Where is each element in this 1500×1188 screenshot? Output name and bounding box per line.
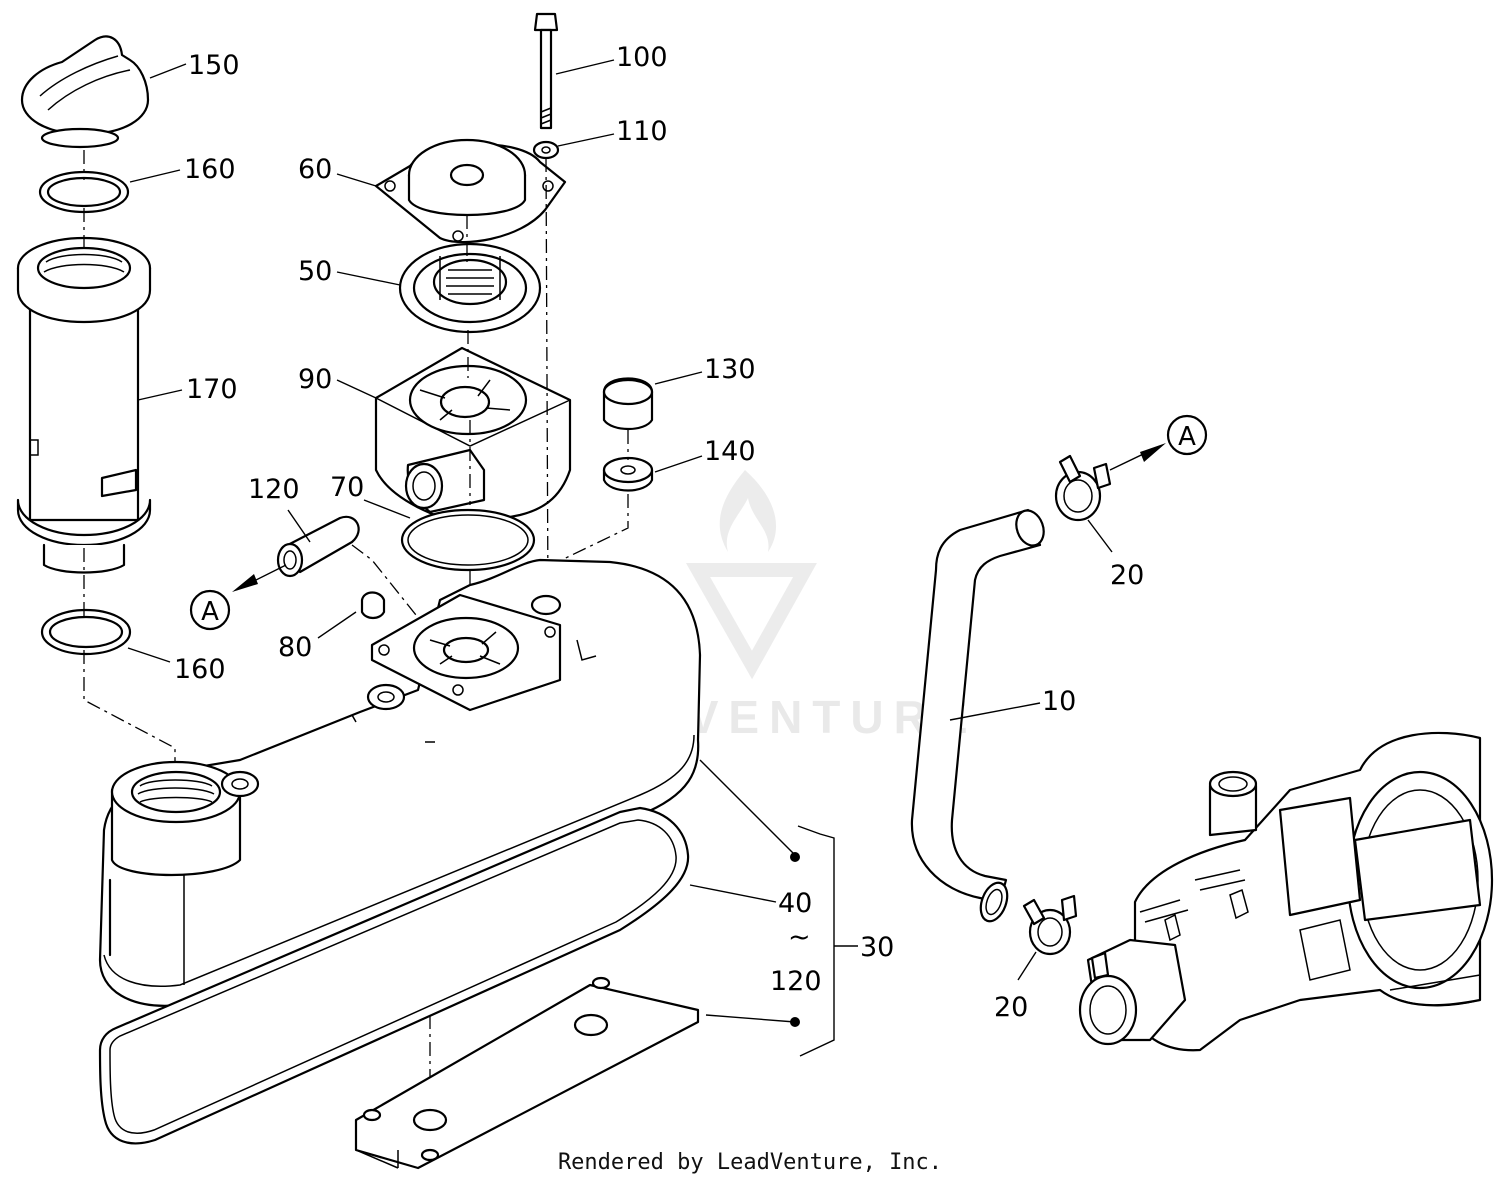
part-80-plug [360, 591, 386, 620]
part-10-hose [910, 508, 1045, 923]
callout-labels: 150 160 170 160 60 50 90 120 70 80 100 1… [174, 42, 1144, 1023]
part-70-o-ring [400, 508, 536, 572]
part-140-rubber-washer [602, 456, 654, 492]
callout-80: 80 [278, 632, 312, 663]
leader-lines [127, 59, 1113, 1057]
part-100-bolt [533, 12, 559, 130]
callout-40: 40 [778, 888, 812, 919]
footer-credit: Rendered by LeadVenture, Inc. [557, 1150, 943, 1175]
callout-110: 110 [616, 116, 668, 147]
callout-170: 170 [186, 374, 238, 405]
reference-label: A [1178, 422, 1196, 452]
callout-90: 90 [298, 364, 332, 395]
bracket-dot-top [790, 852, 800, 862]
part-120-pipe [276, 515, 360, 578]
callout-120-pipe: 120 [248, 474, 300, 505]
callout-160-lower: 160 [174, 654, 226, 685]
part-40-gasket [98, 806, 690, 1145]
axis-filler-stack [83, 150, 176, 820]
callout-100: 100 [616, 42, 668, 73]
callout-70: 70 [330, 472, 364, 503]
callout-120-gasket: 120 [770, 966, 822, 997]
callout-30: 30 [860, 932, 894, 963]
part-90-pump-body [374, 346, 572, 527]
engine-block [1078, 731, 1494, 1052]
reference-label: A [201, 597, 219, 627]
part-20-clamp-upper [1054, 454, 1112, 522]
callout-60: 60 [298, 154, 332, 185]
part-150-filler-cap [20, 35, 150, 149]
part-head-cover [98, 558, 702, 1007]
part-50-diaphragm [398, 242, 542, 334]
part-60-cover [374, 138, 567, 244]
callout-50: 50 [298, 256, 332, 287]
part-110-washer [532, 140, 560, 160]
callout-20-lower: 20 [994, 992, 1028, 1023]
reference-a-left: A [189, 564, 287, 631]
callout-140: 140 [704, 436, 756, 467]
callout-130: 130 [704, 354, 756, 385]
reference-a-right: A [1109, 414, 1208, 471]
callout-10: 10 [1042, 686, 1076, 717]
callout-160-upper: 160 [184, 154, 236, 185]
part-baffle-plate [354, 976, 700, 1170]
part-130-cap-nut [602, 377, 654, 431]
part-160-o-ring-lower [40, 608, 132, 656]
bracket-dot-bottom [790, 1017, 800, 1027]
part-20-clamp-lower [1022, 894, 1078, 956]
callout-range-tilde: ~ [788, 922, 811, 953]
callout-20-upper: 20 [1110, 560, 1144, 591]
part-170-filler-neck [16, 236, 152, 574]
callout-150: 150 [188, 50, 240, 81]
